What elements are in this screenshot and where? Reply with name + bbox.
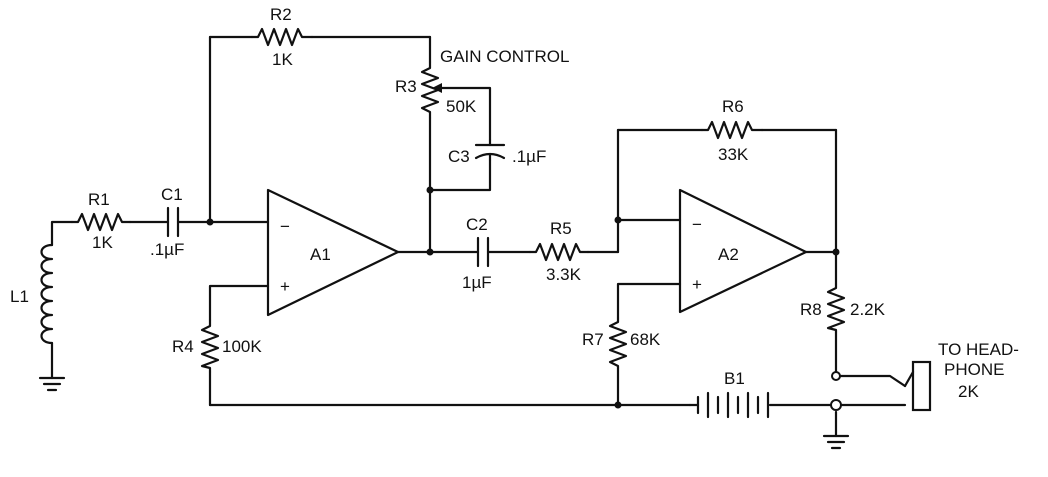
a1-ref: A1 bbox=[310, 245, 331, 264]
resistor-r2: R2 1K bbox=[250, 5, 314, 69]
junction-dots bbox=[206, 186, 840, 409]
a2-inverting-sign: − bbox=[692, 215, 702, 234]
r7-value: 68K bbox=[630, 330, 661, 349]
r4-ref: R4 bbox=[172, 337, 194, 356]
r2-ref: R2 bbox=[270, 5, 292, 24]
c1-ref: C1 bbox=[161, 185, 183, 204]
a1-inverting-sign: − bbox=[280, 217, 290, 236]
r3-value: 50K bbox=[446, 97, 477, 116]
r4-value: 100K bbox=[222, 337, 262, 356]
wiper-arrow bbox=[432, 83, 442, 93]
inductor-l1: L1 bbox=[10, 243, 54, 380]
c3-ref: C3 bbox=[448, 147, 470, 166]
r8-ref: R8 bbox=[800, 300, 822, 319]
resistor-r4: R4 100K bbox=[172, 318, 262, 374]
output-label-line3: 2K bbox=[958, 382, 979, 401]
resistor-r6: R6 33K bbox=[700, 97, 764, 164]
r8-value: 2.2K bbox=[850, 300, 886, 319]
r5-value: 3.3K bbox=[546, 265, 582, 284]
b1-ref: B1 bbox=[724, 369, 745, 388]
headphone-jack: TO HEAD- PHONE 2K bbox=[903, 340, 1019, 412]
capacitor-c2: C2 1µF bbox=[462, 215, 492, 292]
resistor-r1: R1 1K bbox=[70, 190, 132, 252]
resistor-r7: R7 68K bbox=[582, 316, 661, 370]
battery-b1: B1 bbox=[688, 369, 770, 419]
r6-ref: R6 bbox=[722, 97, 744, 116]
c3-value: .1µF bbox=[512, 147, 546, 166]
opamp-a2: − + A2 bbox=[678, 188, 808, 314]
r2-value: 1K bbox=[272, 50, 293, 69]
c1-value: .1µF bbox=[150, 240, 184, 259]
resistor-r8: R8 2.2K bbox=[800, 282, 886, 334]
resistor-r5: R5 3.3K bbox=[528, 219, 590, 284]
l1-label: L1 bbox=[10, 287, 29, 306]
wiring bbox=[50, 35, 907, 438]
output-label-line1: TO HEAD- bbox=[938, 340, 1019, 359]
a2-noninverting-sign: + bbox=[692, 275, 702, 294]
ground-jack bbox=[822, 434, 850, 450]
r6-value: 33K bbox=[718, 145, 749, 164]
terminal-rings bbox=[830, 371, 842, 411]
c2-ref: C2 bbox=[466, 215, 488, 234]
r1-ref: R1 bbox=[88, 190, 110, 209]
r3-ref: R3 bbox=[395, 77, 417, 96]
c2-value: 1µF bbox=[462, 273, 492, 292]
opamp-a1: − + A1 bbox=[266, 188, 400, 317]
potentiometer-r3: GAIN CONTROL R3 50K bbox=[395, 47, 569, 120]
gain-control-label: GAIN CONTROL bbox=[440, 47, 569, 66]
r5-ref: R5 bbox=[550, 219, 572, 238]
output-label-line2: PHONE bbox=[944, 360, 1004, 379]
r1-value: 1K bbox=[92, 233, 113, 252]
a1-noninverting-sign: + bbox=[280, 277, 290, 296]
ground-l1 bbox=[38, 376, 66, 392]
a2-ref: A2 bbox=[718, 245, 739, 264]
capacitor-c3: C3 .1µF bbox=[448, 138, 546, 166]
capacitor-c1: C1 .1µF bbox=[150, 185, 184, 259]
r7-ref: R7 bbox=[582, 330, 604, 349]
